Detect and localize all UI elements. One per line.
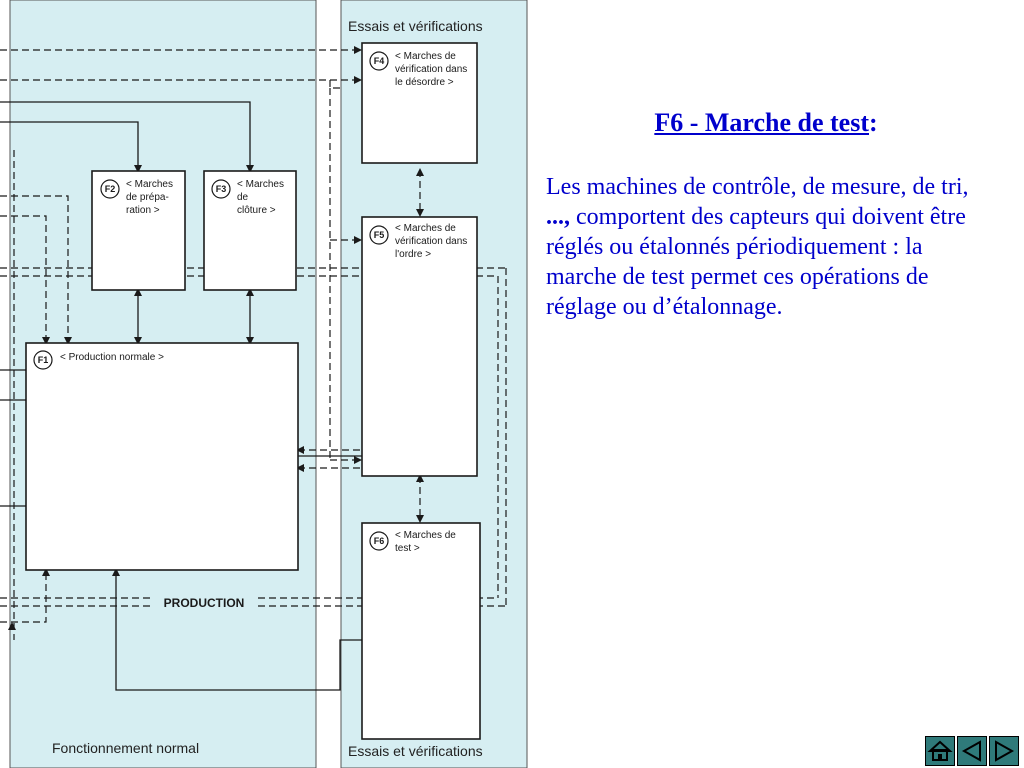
- slide-title-text: F6 - Marche de test: [654, 108, 869, 137]
- home-button[interactable]: [925, 736, 955, 766]
- panel-title-tests-top: Essais et vérifications: [348, 18, 483, 34]
- slide-text: F6 - Marche de test: Les machines de con…: [546, 108, 986, 322]
- previous-slide-button[interactable]: [957, 736, 987, 766]
- step-label: ration >: [126, 205, 160, 216]
- step-f6: F6 < Marches de test >: [361, 522, 481, 740]
- step-label: de: [237, 192, 249, 203]
- next-slide-button[interactable]: [989, 736, 1019, 766]
- step-label: vérification dans: [395, 236, 467, 247]
- step-label: < Marches de: [395, 223, 456, 234]
- body-ellipsis: ...,: [546, 204, 570, 230]
- panel-title-normal: Fonctionnement normal: [52, 740, 199, 756]
- step-label: < Production normale >: [60, 352, 164, 363]
- step-label: < Marches: [126, 179, 173, 190]
- step-label: l'ordre >: [395, 249, 431, 260]
- step-label: le désordre >: [395, 77, 454, 88]
- step-tag: F5: [374, 230, 385, 240]
- slide-title-colon: :: [869, 108, 878, 137]
- triangle-left-icon: [961, 740, 981, 762]
- step-tag: F6: [374, 536, 385, 546]
- step-tag: F3: [216, 184, 227, 194]
- solid-connections: [0, 101, 362, 691]
- body-text-2: comportent des capteurs qui doivent être…: [546, 204, 966, 320]
- production-label: PRODUCTION: [164, 596, 245, 610]
- step-tag: F2: [105, 184, 116, 194]
- panel-title-tests-bottom: Essais et vérifications: [348, 743, 483, 759]
- step-f2: F2 < Marches de prépa- ration >: [91, 170, 186, 291]
- step-label: < Marches de: [395, 530, 456, 541]
- step-f4: F4 < Marches de vérification dans le dés…: [361, 42, 478, 164]
- step-tag: F1: [38, 355, 49, 365]
- triangle-right-icon: [995, 740, 1015, 762]
- body-text-1: Les machines de contrôle, de mesure, de …: [546, 174, 969, 200]
- step-label: clôture >: [237, 205, 276, 216]
- step-label: < Marches de: [395, 51, 456, 62]
- step-label: de prépa-: [126, 192, 169, 203]
- step-tag: F4: [374, 56, 385, 66]
- step-f5: F5 < Marches de vérification dans l'ordr…: [361, 216, 478, 477]
- slide-title: F6 - Marche de test:: [546, 108, 986, 138]
- grafcet-diagram: F1 < Production normale > F2 < Marches d…: [0, 0, 528, 768]
- step-label: vérification dans: [395, 64, 467, 75]
- slide-body: Les machines de contrôle, de mesure, de …: [546, 172, 986, 322]
- slide-navigation: [925, 736, 1019, 766]
- step-label: test >: [395, 543, 420, 554]
- home-icon: [927, 740, 953, 761]
- step-f1: F1 < Production normale >: [25, 342, 299, 571]
- step-f3: F3 < Marches de clôture >: [203, 170, 297, 291]
- step-label: < Marches: [237, 179, 284, 190]
